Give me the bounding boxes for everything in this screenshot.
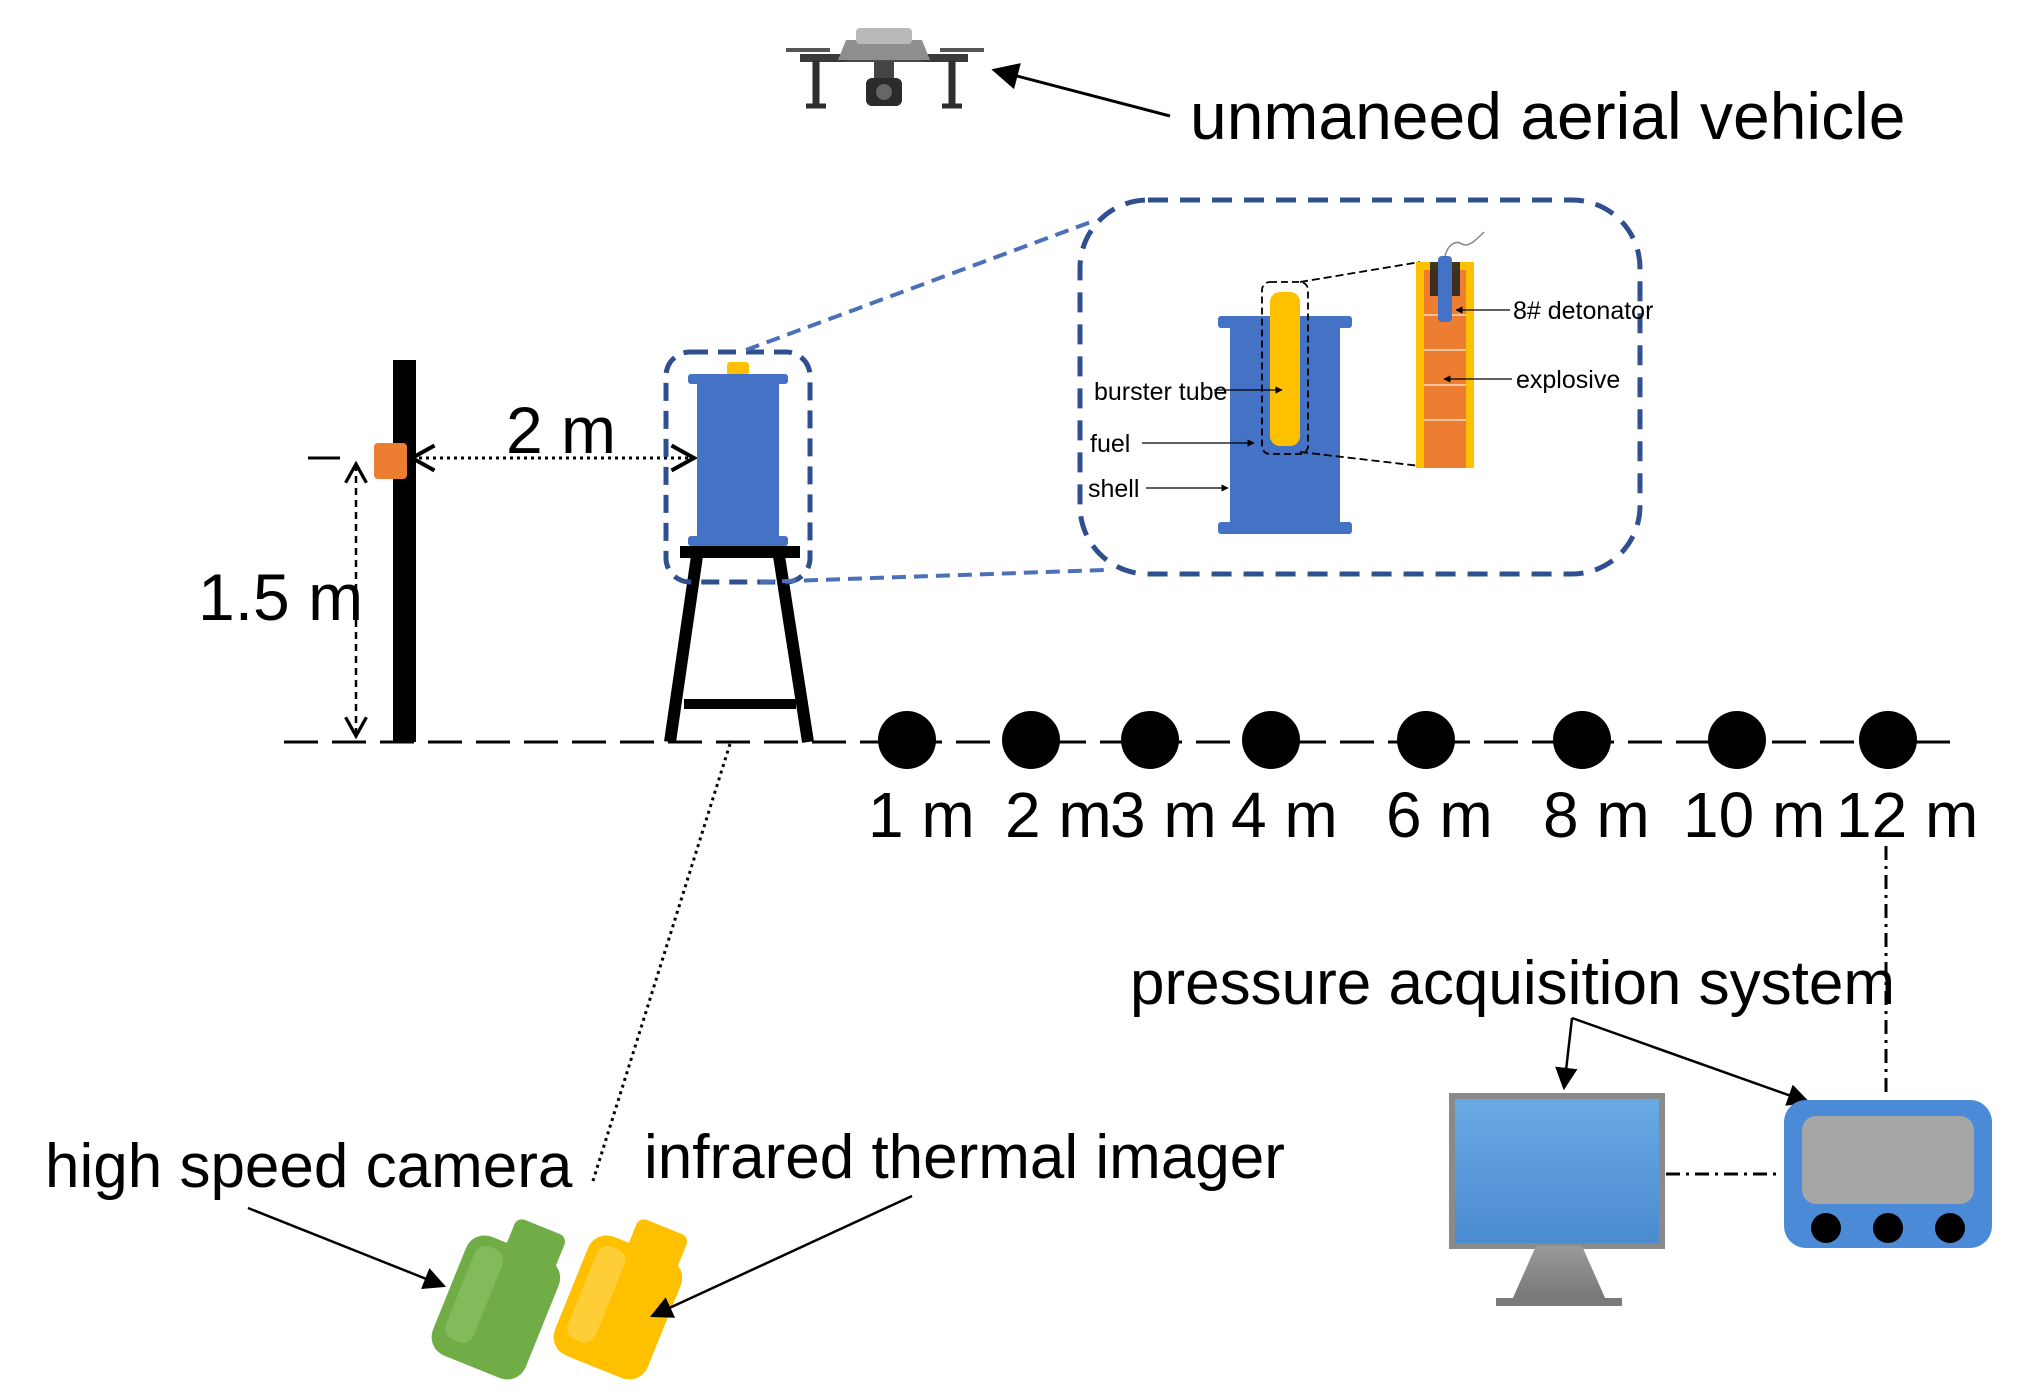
shell-label: shell: [1088, 475, 1139, 503]
thermal-imager-icon: [553, 1219, 688, 1380]
detonator-icon: [1438, 256, 1452, 322]
detonator-label: 8# detonator: [1513, 297, 1653, 325]
monitor-icon: [1449, 1093, 1665, 1306]
data-acquisition-icon: [1784, 1100, 1992, 1248]
drone-icon: [786, 28, 984, 109]
sensor-10m: [1708, 711, 1766, 769]
burster-tube-label: burster tube: [1094, 378, 1227, 406]
uav-label: unmaneed aerial vehicle: [1190, 79, 1905, 153]
pressure-system-label: pressure acquisition system: [1130, 949, 1895, 1018]
distance-label: 8 m: [1543, 779, 1650, 851]
device-stand: [664, 546, 814, 743]
height-label: 1.5 m: [198, 560, 363, 634]
inset-burster-detail: [1416, 231, 1485, 468]
sensor-3m: [1121, 711, 1179, 769]
uav-arrow: [991, 63, 1171, 118]
sensor-distance-labels: 1 m 2 m 3 m 4 m 6 m 8 m 10 m 12 m: [868, 779, 1978, 851]
overpressure-sensor-icon: [374, 443, 407, 479]
distance-label: 12 m: [1836, 779, 1978, 851]
sensor-4m: [1242, 711, 1300, 769]
distance-label: 3 m: [1110, 779, 1217, 851]
sensor-6m: [1397, 711, 1455, 769]
camera-sightline: [590, 743, 732, 1185]
thermal-imager-label: infrared thermal imager: [644, 1123, 1285, 1192]
inset-device: [1218, 281, 1352, 534]
standoff-label: 2 m: [506, 393, 616, 467]
camera-icon: [431, 1219, 566, 1380]
inset-zoom-frame: [1077, 197, 1643, 577]
distance-label: 4 m: [1231, 779, 1338, 851]
high-speed-camera-label: high speed camera: [45, 1132, 573, 1201]
sensor-post: [393, 360, 416, 742]
sensor-8m: [1553, 711, 1611, 769]
distance-label: 2 m: [1005, 779, 1112, 851]
pressure-sensors: [878, 711, 1917, 769]
fuel-label: fuel: [1090, 430, 1130, 458]
distance-label: 1 m: [868, 779, 975, 851]
distance-label: 6 m: [1386, 779, 1493, 851]
sensor-2m: [1002, 711, 1060, 769]
distance-label: 10 m: [1683, 779, 1825, 851]
sensor-12m: [1859, 711, 1917, 769]
sensor-1m: [878, 711, 936, 769]
fae-device: [688, 362, 788, 546]
burster-tube-shape: [1270, 292, 1300, 446]
explosive-label: explosive: [1516, 366, 1620, 394]
device-zoom-frame: [663, 349, 813, 585]
